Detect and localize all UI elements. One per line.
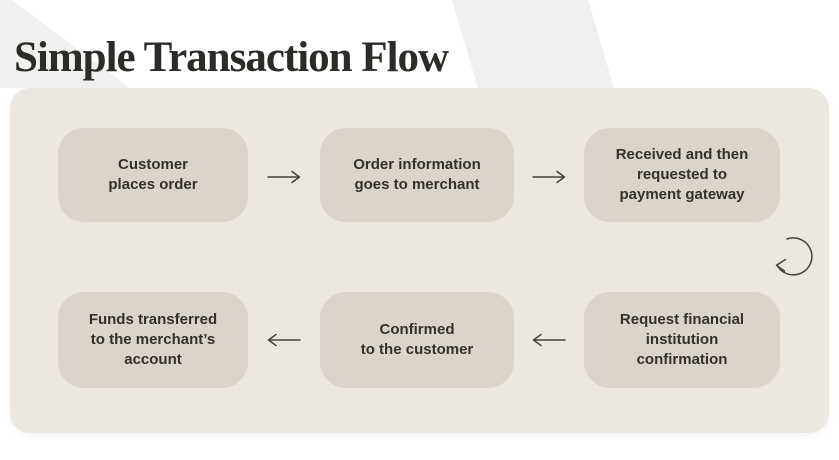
step-customer-places-order: Customer places order [58,128,248,222]
step-label: Customer places order [108,156,198,193]
step-requested-to-payment-gateway: Received and then requested to payment g… [584,128,780,222]
page-title: Simple Transaction Flow [14,33,449,81]
step-order-info-to-merchant: Order information goes to merchant [320,128,514,222]
arrow-left-icon [531,332,567,348]
arrow-right-icon [531,169,567,185]
step-label: Order information goes to merchant [353,156,481,193]
flow-panel: Customer places order Order information … [10,88,829,433]
step-confirmed-to-customer: Confirmed to the customer [320,292,514,388]
arrow-left-icon [266,332,302,348]
step-label: Received and then requested to payment g… [615,146,749,203]
step-label: Funds transferred to the merchant’s acco… [88,311,218,368]
step-funds-transferred-to-merchant-account: Funds transferred to the merchant’s acco… [58,292,248,388]
step-label: Request financial institution confirmati… [619,311,745,368]
curved-arrow-down-left-icon [772,235,816,287]
step-label: Confirmed to the customer [360,321,474,358]
step-request-financial-institution-confirmation: Request financial institution confirmati… [584,292,780,388]
decor-diagonal-shape-right [452,0,614,88]
arrow-right-icon [266,169,302,185]
